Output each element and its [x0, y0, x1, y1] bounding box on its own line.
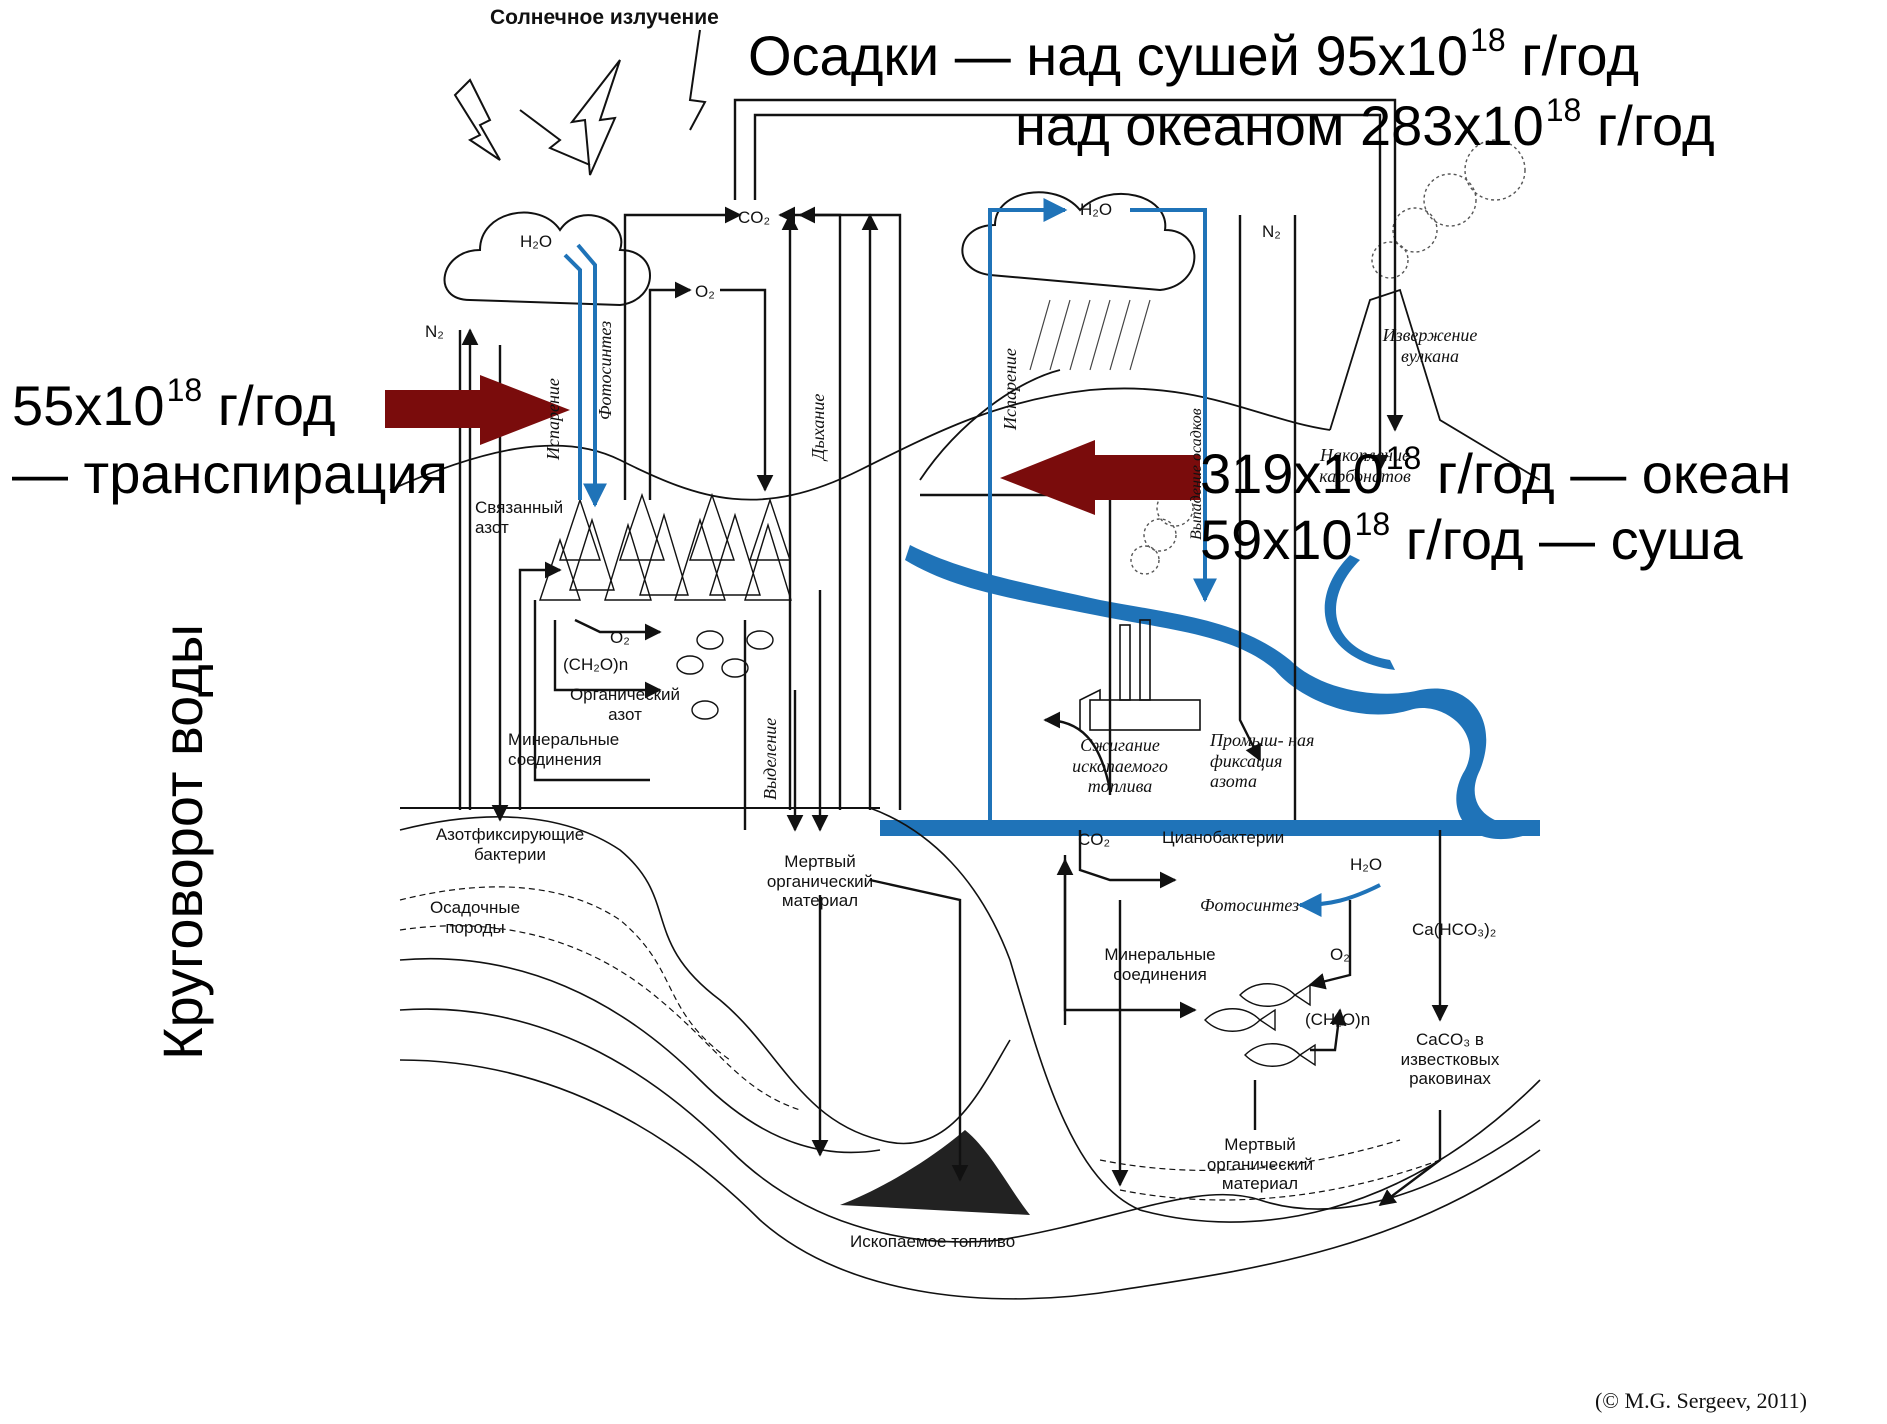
copyright: (© M.G. Sergeev, 2011): [1595, 1388, 1807, 1414]
precip-land-exponent: 18: [1470, 22, 1506, 58]
co2-top-label: CO₂: [738, 208, 770, 228]
evaporation-land-text: 59х1018 г/год — суша: [1200, 512, 1743, 568]
flow-arrows: [460, 100, 1440, 1205]
evap-land-value: 59х10: [1200, 508, 1353, 571]
ch2o-ocean-label: (CH₂O)n: [1305, 1010, 1370, 1030]
bound-nitrogen-label: Связанный азот: [475, 498, 565, 537]
ch2o-land-label: (CH₂O)n: [563, 655, 628, 675]
n2-left-label: N₂: [425, 322, 444, 342]
photosynthesis-vertical-label: Фотосинтез: [595, 321, 616, 420]
precip-ocean-unit: г/год: [1581, 94, 1714, 157]
precip-land-unit: г/год: [1506, 24, 1639, 87]
evap-land-unit: г/год — суша: [1390, 508, 1743, 571]
evap-ocean-unit: г/год — океан: [1421, 442, 1791, 505]
cloud-left: [445, 213, 650, 305]
mineral-compounds-land-label: Минеральные соединения: [508, 730, 648, 769]
evaporation-left-label: Испарение: [543, 378, 564, 460]
n-fixing-bacteria-label: Азотфиксирующие бактерии: [420, 825, 600, 864]
fossil-fuel-label: Ископаемое топливо: [850, 1232, 1015, 1252]
precip-ocean-exponent: 18: [1546, 92, 1582, 128]
respiration-label: Дыхание: [808, 394, 829, 460]
sedimentary-rocks-label: Осадочные породы: [420, 898, 530, 937]
photosynthesis-ocean-label: Фотосинтез: [1200, 895, 1299, 916]
cyanobacteria-label: Цианобактерии: [1162, 828, 1284, 848]
solar-rays: [455, 30, 705, 175]
volcano-label: Извержение вулкана: [1370, 325, 1490, 366]
o2-ocean-label: O₂: [1330, 945, 1350, 965]
excretion-label: Выделение: [760, 718, 781, 800]
transpiration-value-text: 55х1018 г/год: [12, 378, 336, 434]
evaporation-arrow: [1000, 440, 1200, 515]
river: [905, 545, 1540, 839]
forest: [540, 495, 791, 600]
cloud-right: [962, 192, 1194, 290]
river-branch: [1325, 555, 1395, 670]
h2o-ocean-label: H₂O: [1350, 855, 1382, 875]
mineral-compounds-ocean-label: Минеральные соединения: [1085, 945, 1235, 984]
animals: [677, 631, 1315, 1066]
fossil-fuel-deposit: [840, 1130, 1030, 1215]
evaporation-right-label: Испарение: [1000, 348, 1021, 430]
h2o-land-label: H₂O: [520, 232, 552, 252]
co2-ocean-label: CO₂: [1078, 830, 1110, 850]
h2o-cloud-label: H₂O: [1080, 200, 1112, 220]
organic-nitrogen-label: Органический азот: [555, 685, 695, 724]
solar-radiation-label: Солнечное излучение: [490, 6, 650, 30]
transp-unit: г/год: [202, 374, 335, 437]
evaporation-ocean-text: 319х1018 г/год — океан: [1200, 446, 1791, 502]
n2-right-label: N₂: [1262, 222, 1281, 242]
evap-ocean-value: 319х10: [1200, 442, 1384, 505]
side-title: Круговорот воды: [150, 624, 215, 1060]
sediment-layers: [400, 808, 1540, 1299]
transp-value: 55х10: [12, 374, 165, 437]
dead-organic-ocean-label: Мертвый органический материал: [1185, 1135, 1335, 1194]
factory: [1080, 620, 1200, 730]
industrial-fixation-label: Промыш- ная фиксация азота: [1210, 730, 1320, 792]
transp-exponent: 18: [167, 372, 203, 408]
precip-land-value: Осадки — над сушей 95х10: [748, 24, 1468, 87]
evap-land-exponent: 18: [1355, 506, 1391, 542]
precipitation-land-text: Осадки — над сушей 95х1018 г/год: [748, 28, 1639, 84]
rain-hatch: [1030, 300, 1150, 370]
precip-ocean-value: над океаном 283х10: [1015, 94, 1544, 157]
caco3-label: CaCO₃ в известковых раковинах: [1385, 1030, 1515, 1089]
o2-top-label: O₂: [695, 282, 715, 302]
fossil-burning-label: Сжигание ископаемого топлива: [1055, 735, 1185, 797]
dead-organic-land-label: Мертвый органический материал: [745, 852, 895, 911]
o2-forest-label: O₂: [610, 628, 630, 648]
precipitation-ocean-text: над океаном 283х1018 г/год: [1015, 98, 1715, 154]
ca-hco3-label: Ca(HCO₃)₂: [1412, 920, 1496, 940]
transpiration-label-text: — транспирация: [12, 446, 448, 502]
evap-ocean-exponent: 18: [1386, 440, 1422, 476]
